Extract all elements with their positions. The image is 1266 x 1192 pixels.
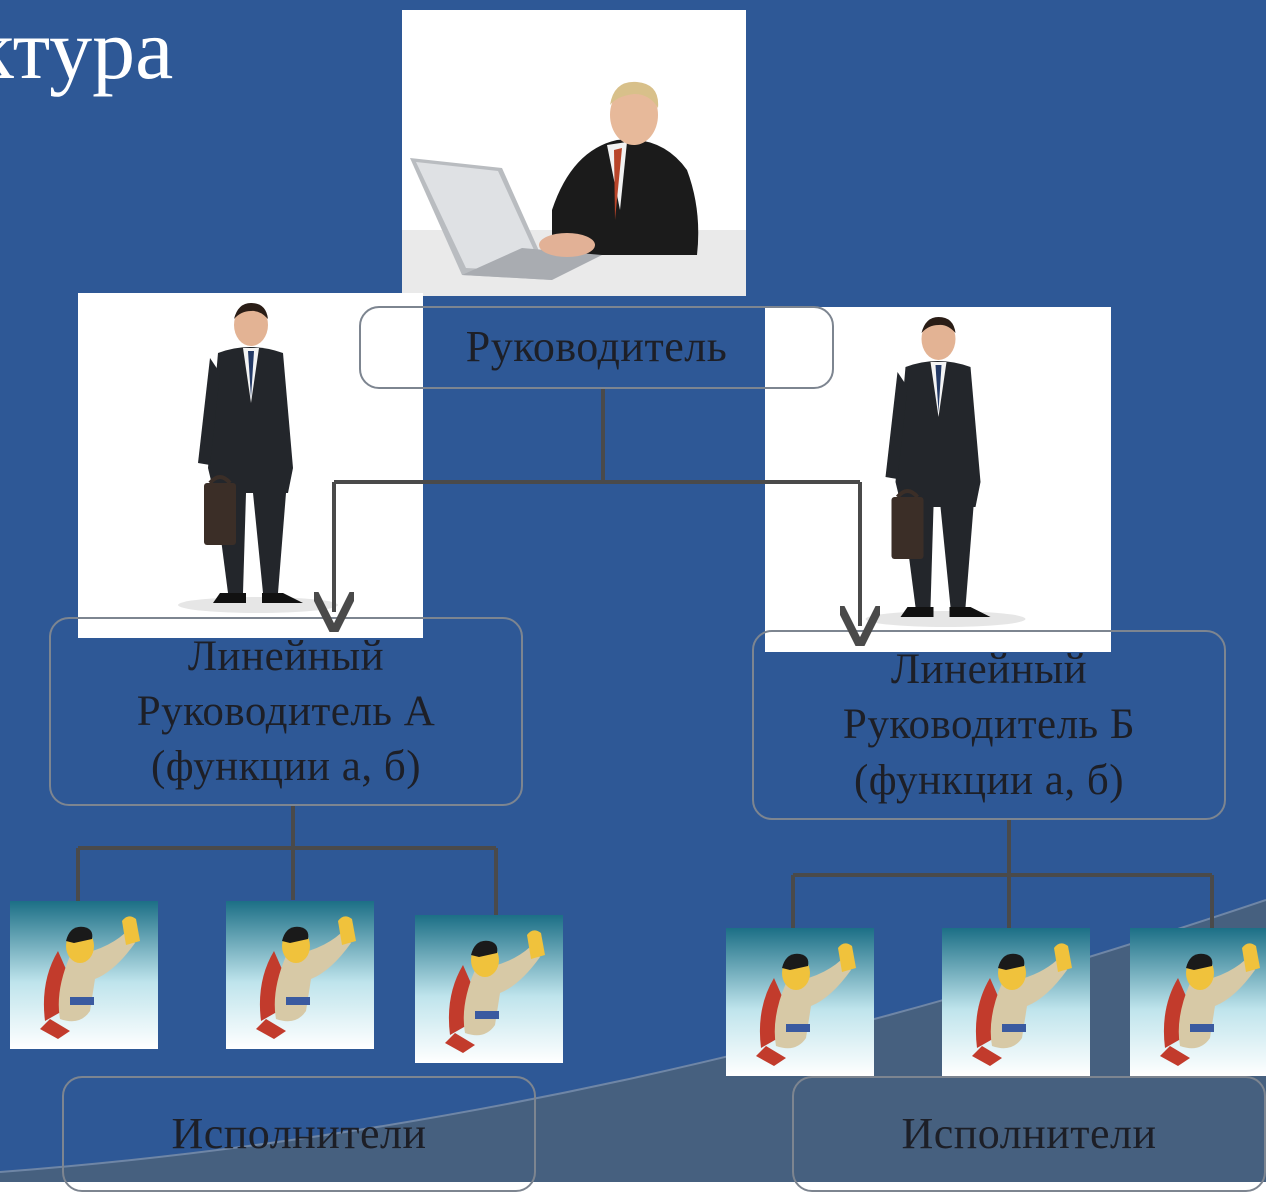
superhero-icon [942, 928, 1090, 1076]
superhero-icon [415, 915, 563, 1063]
superhero-icon [1130, 928, 1266, 1076]
line-manager-a-line2: Руководитель А [136, 687, 436, 735]
executors-a-label: Исполнители [171, 1109, 427, 1158]
businessman-laptop-icon [402, 10, 746, 296]
executor-a3 [415, 915, 563, 1063]
executors-a-node: Исполнители [62, 1076, 536, 1192]
line-manager-b-line1: Линейный [890, 646, 1088, 694]
businessman-briefcase-icon [765, 307, 1111, 652]
line-manager-a-node: Линейный Руководитель А (функции а, б) [49, 617, 523, 806]
line-manager-a-line1: Линейный [187, 632, 385, 680]
head-label: Руководитель [465, 322, 728, 372]
line-manager-b-photo [765, 307, 1111, 652]
slide-title: ктура [0, 1, 174, 97]
line-manager-a-photo [78, 293, 423, 638]
line-manager-b-node: Линейный Руководитель Б (функции а, б) [752, 630, 1226, 820]
superhero-icon [726, 928, 874, 1076]
line-manager-b-line3: (функции а, б) [853, 756, 1125, 804]
executors-b-label: Исполнители [901, 1109, 1157, 1158]
line-manager-b-line2: Руководитель Б [842, 701, 1136, 749]
executor-b3 [1130, 928, 1266, 1076]
executor-b2 [942, 928, 1090, 1076]
line-manager-a-line3: (функции а, б) [150, 743, 422, 791]
businessman-briefcase-icon [78, 293, 423, 638]
head-node: Руководитель [359, 306, 834, 389]
executor-a1 [10, 901, 158, 1049]
executor-a2 [226, 901, 374, 1049]
executor-b1 [726, 928, 874, 1076]
head-photo [402, 10, 746, 296]
executors-b-node: Исполнители [792, 1076, 1266, 1192]
superhero-icon [226, 901, 374, 1049]
superhero-icon [10, 901, 158, 1049]
